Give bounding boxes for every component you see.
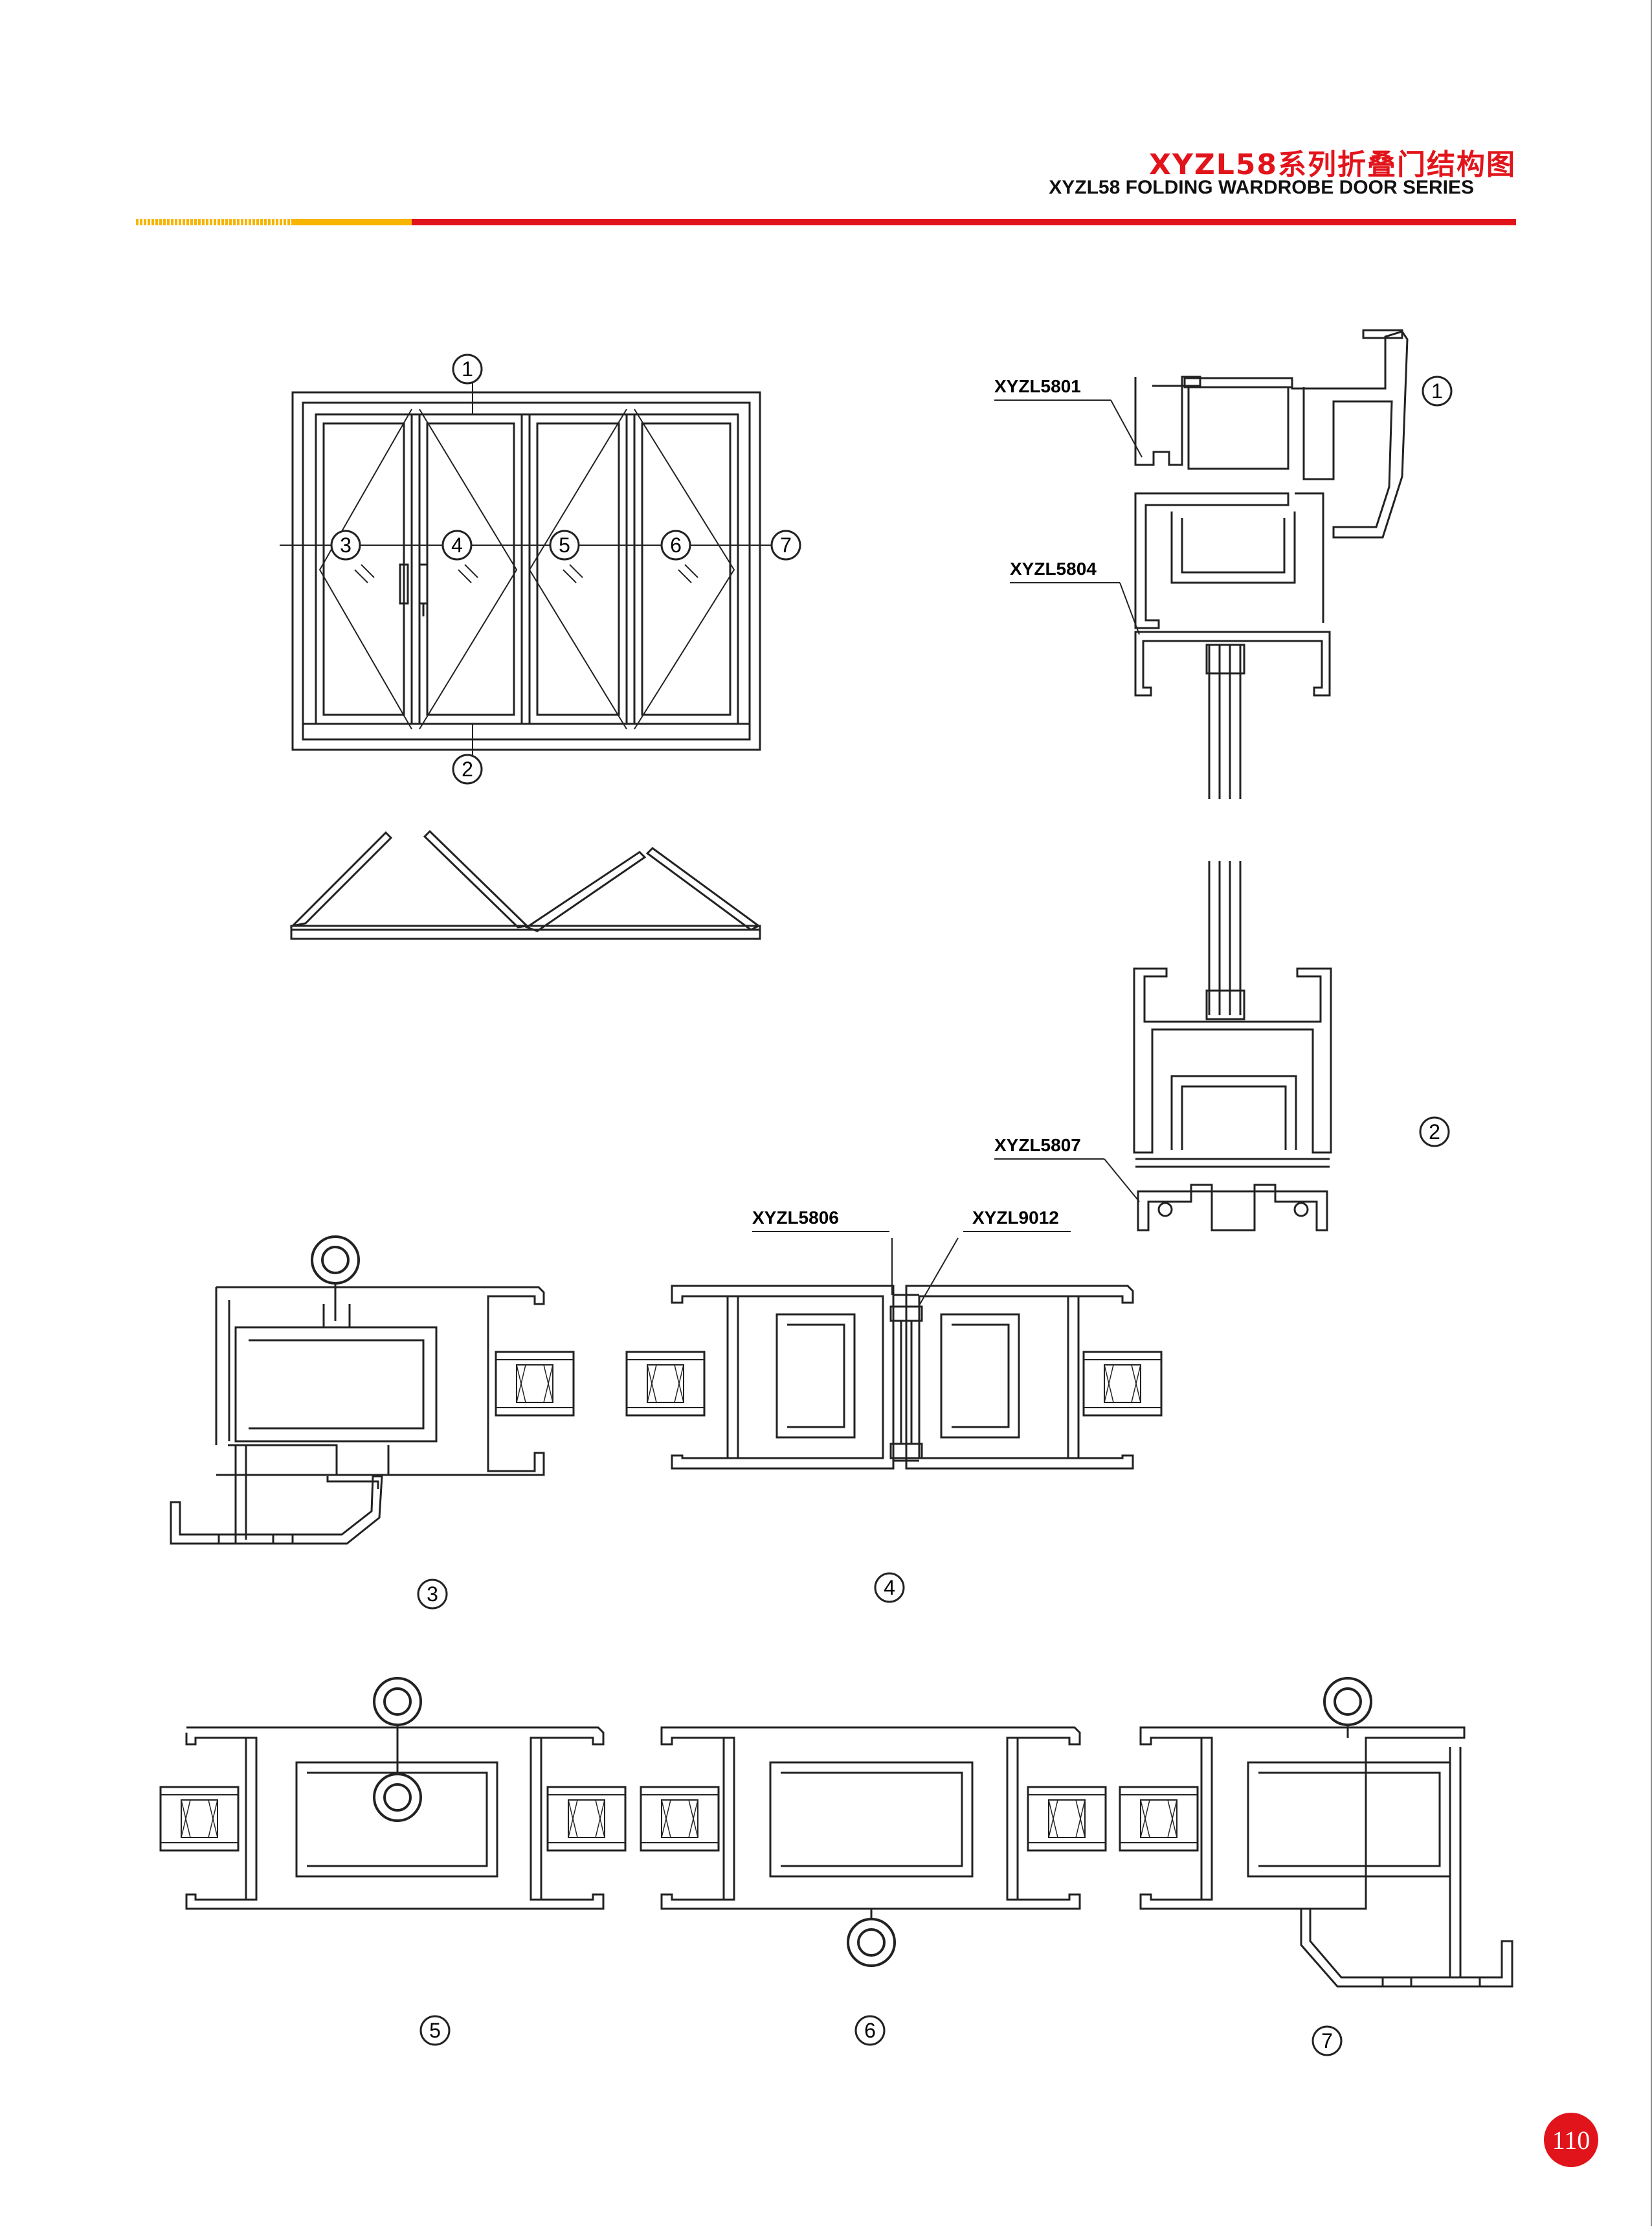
section-3-marker: 3: [417, 1579, 448, 1610]
section-7-marker: 7: [1312, 2025, 1343, 2056]
fold-plan: [289, 829, 761, 940]
marker-2: 2: [452, 754, 483, 785]
svg-text:1: 1: [462, 357, 473, 381]
svg-text:7: 7: [780, 534, 792, 557]
section-5: [159, 1677, 627, 1910]
door-elevation: [280, 383, 772, 755]
marker-5: 5: [549, 530, 580, 561]
svg-text:2: 2: [1429, 1120, 1440, 1143]
svg-text:6: 6: [670, 534, 682, 557]
svg-text:1: 1: [1431, 379, 1443, 403]
section-6: [640, 1726, 1107, 1967]
section-5-marker: 5: [419, 2015, 451, 2046]
page-subtitle: XYZL58 FOLDING WARDROBE DOOR SERIES: [1049, 177, 1474, 198]
svg-text:4: 4: [884, 1576, 895, 1599]
svg-text:5: 5: [429, 2019, 441, 2042]
marker-4: 4: [441, 530, 473, 561]
marker-6: 6: [660, 530, 691, 561]
section-6-marker: 6: [854, 2015, 886, 2046]
header-rule: [136, 219, 1516, 225]
svg-text:7: 7: [1321, 2029, 1333, 2052]
section-4: [625, 1237, 1163, 1470]
section-3: [170, 1235, 575, 1545]
profile-label-xyzl5804: XYZL5804: [1010, 559, 1097, 579]
svg-text:3: 3: [340, 534, 352, 557]
top-section-labels: XYZL5801 XYZL5804 1: [994, 376, 1453, 635]
marker-1: 1: [452, 354, 483, 385]
section-bottom-sill: [1133, 861, 1332, 1231]
profile-label-xyzl5807: XYZL5807: [994, 1135, 1081, 1155]
svg-text:5: 5: [559, 534, 570, 557]
profile-label-xyzl9012: XYZL9012: [972, 1208, 1059, 1228]
marker-7: 7: [770, 530, 801, 561]
svg-text:3: 3: [427, 1582, 438, 1606]
elevation-markers: 1 2 3 4 5 6 7: [330, 354, 801, 785]
svg-text:2: 2: [462, 758, 473, 781]
section-top-head: [1134, 329, 1409, 799]
profile-label-xyzl5801: XYZL5801: [994, 376, 1081, 396]
page-number-badge: 110: [1544, 2113, 1598, 2167]
svg-text:6: 6: [864, 2019, 876, 2042]
section-7: [1119, 1677, 1513, 1988]
bottom-section-labels: XYZL5807 2: [994, 1116, 1450, 1202]
marker-3: 3: [330, 530, 361, 561]
page-title: XYZL58系列折叠门结构图: [1149, 148, 1516, 181]
svg-text:4: 4: [451, 534, 463, 557]
profile-label-xyzl5806: XYZL5806: [752, 1208, 839, 1228]
page-edge-line: [1651, 0, 1652, 2226]
section-4-labels: XYZL5806 XYZL9012 4: [752, 1208, 1071, 1603]
